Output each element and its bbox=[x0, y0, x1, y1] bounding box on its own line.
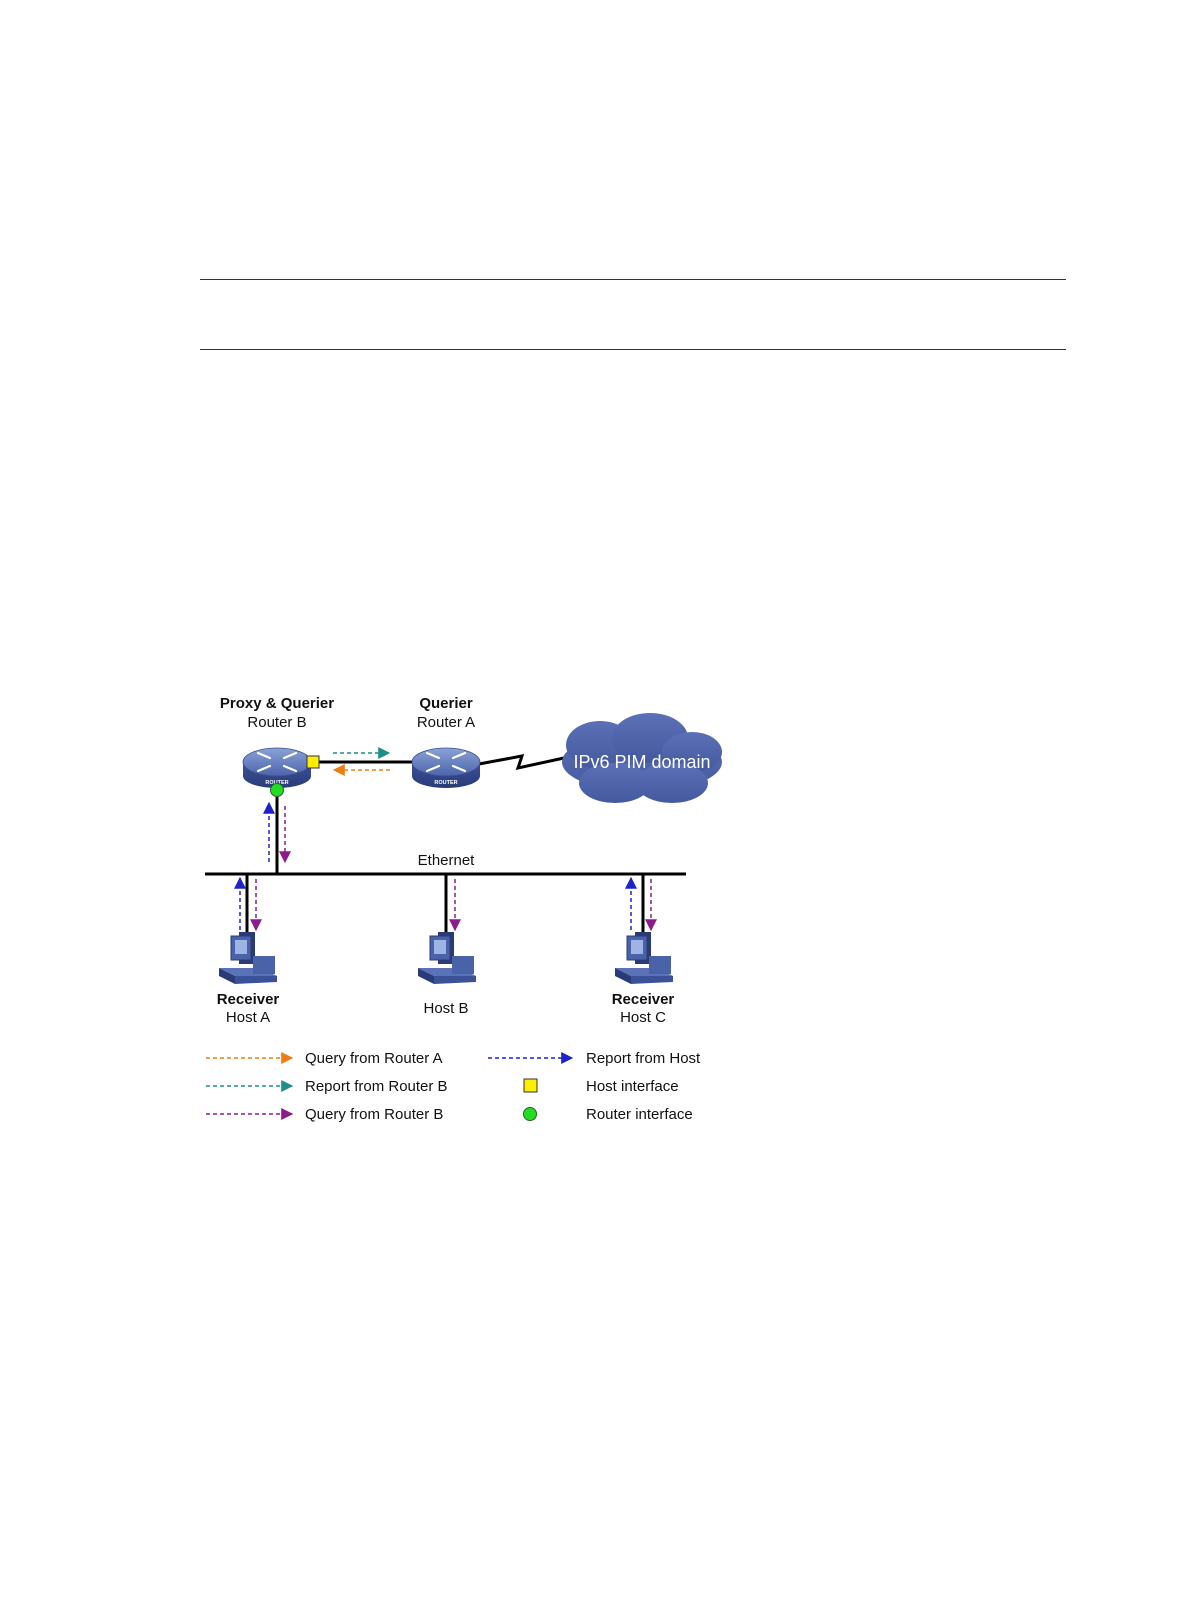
legend: Query from Router A Report from Router B… bbox=[206, 1050, 701, 1123]
router-b-role: Proxy & Querier bbox=[220, 695, 334, 712]
host-c-icon bbox=[615, 932, 673, 984]
router-a-icon: ROUTER bbox=[412, 748, 480, 788]
router-b-icon: ROUTER bbox=[243, 748, 311, 788]
host-a-role: Receiver bbox=[217, 991, 280, 1008]
legend-query-from-router-a: Query from Router A bbox=[305, 1050, 443, 1067]
host-b-icon bbox=[418, 932, 476, 984]
legend-swatch-host-interface bbox=[524, 1079, 537, 1092]
ethernet-label: Ethernet bbox=[418, 852, 476, 869]
router-a-name: Router A bbox=[417, 714, 475, 731]
legend-router-interface: Router interface bbox=[586, 1106, 693, 1123]
host-b-name: Host B bbox=[423, 1000, 468, 1017]
host-a-name: Host A bbox=[226, 1009, 270, 1026]
router-b-name: Router B bbox=[247, 714, 306, 731]
host-c-role: Receiver bbox=[612, 991, 675, 1008]
cloud-label: IPv6 PIM domain bbox=[573, 752, 710, 772]
host-c-name: Host C bbox=[620, 1009, 666, 1026]
legend-query-from-router-b: Query from Router B bbox=[305, 1106, 443, 1123]
router-a-role: Querier bbox=[419, 695, 473, 712]
router-interface-marker bbox=[271, 784, 284, 797]
legend-swatch-router-interface bbox=[524, 1108, 537, 1121]
legend-host-interface: Host interface bbox=[586, 1078, 679, 1095]
legend-report-from-router-b: Report from Router B bbox=[305, 1078, 448, 1095]
host-a-icon bbox=[219, 932, 277, 984]
legend-report-from-host: Report from Host bbox=[586, 1050, 701, 1067]
router-a-badge: ROUTER bbox=[434, 780, 457, 786]
serial-link-router-a-cloud bbox=[479, 756, 564, 768]
host-interface-marker bbox=[307, 756, 319, 768]
